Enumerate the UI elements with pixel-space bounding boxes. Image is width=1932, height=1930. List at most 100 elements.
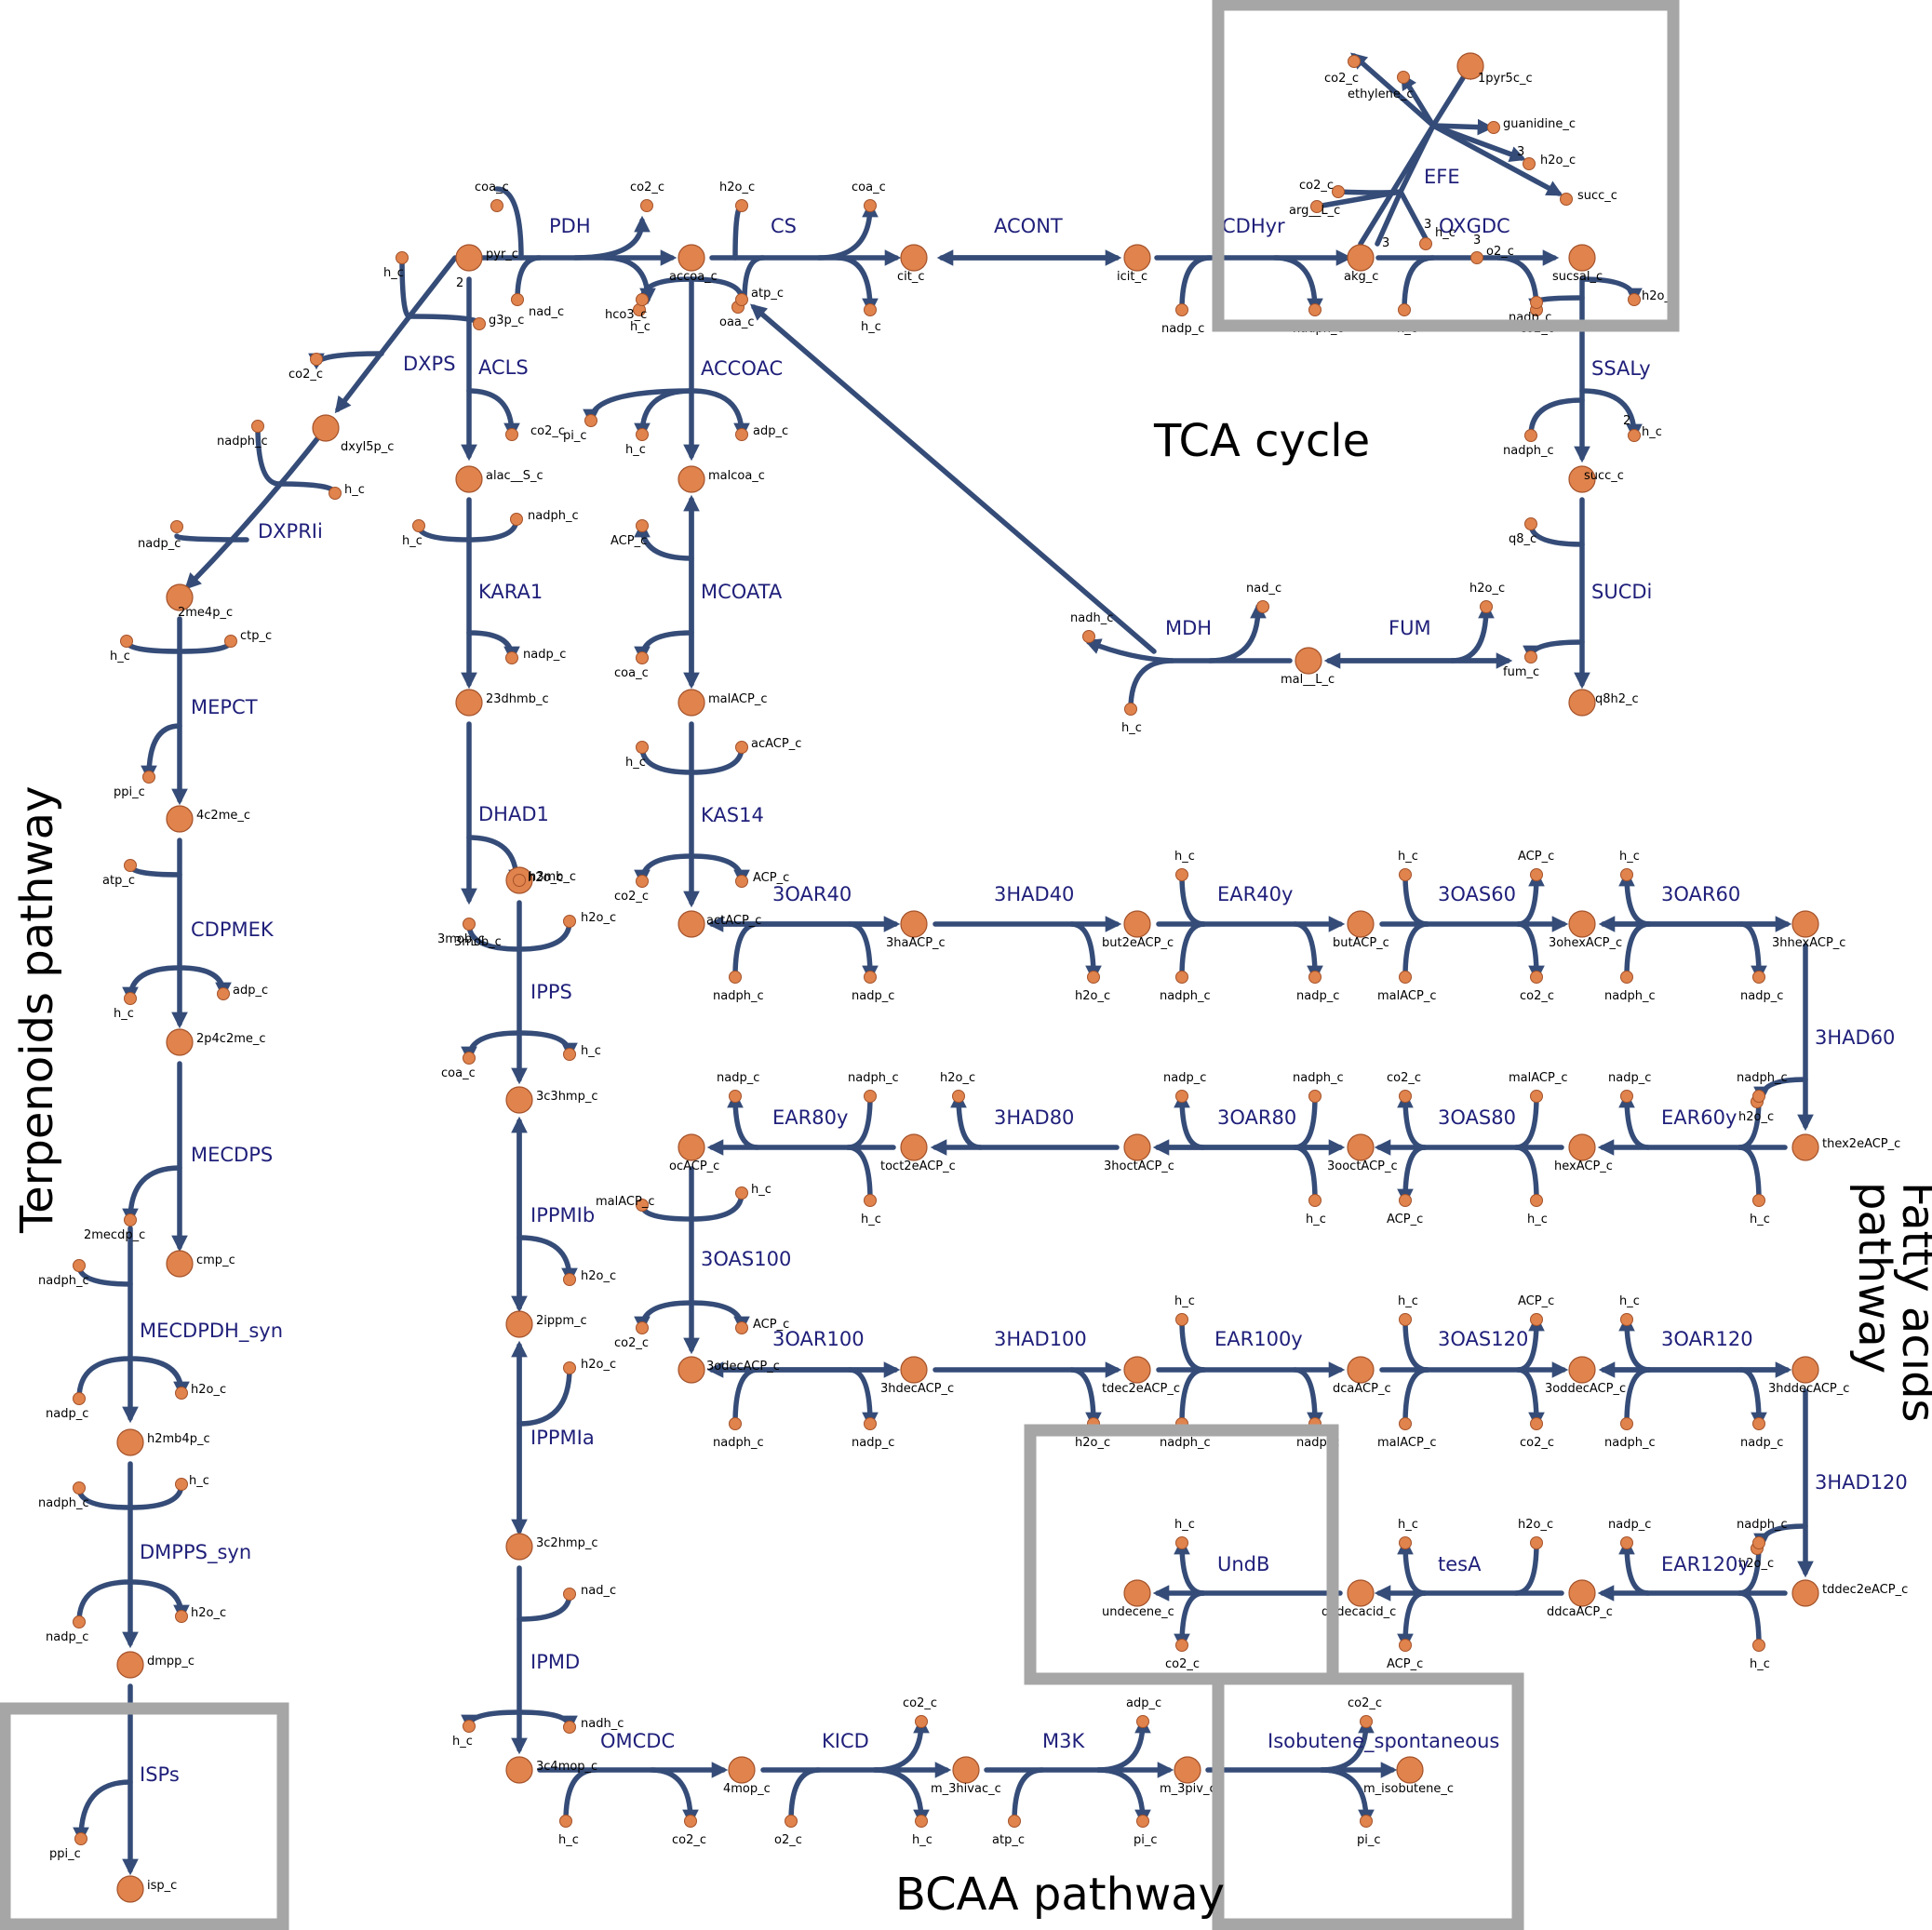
metabolite-node-2ippm-c[interactable] [505, 1310, 533, 1338]
reaction-label-3oas120[interactable]: 3OAS120 [1438, 1328, 1528, 1350]
cofactor-node-nadp-c[interactable] [864, 1417, 877, 1430]
reaction-label-mecdpdh-syn[interactable]: MECDPDH_syn [140, 1320, 283, 1343]
metabolite-node-3ohexacp-c[interactable] [1568, 910, 1596, 938]
cofactor-node-adp-c[interactable] [217, 987, 230, 1000]
cofactor-node-h2o-c[interactable] [175, 1387, 188, 1400]
cofactor-node-h2o-c[interactable] [1523, 157, 1536, 170]
metabolite-node-3hdecacp-c[interactable] [900, 1356, 928, 1384]
metabolite-node-3hddecacp-c[interactable] [1791, 1356, 1819, 1384]
cofactor-node-nadph-c[interactable] [1175, 971, 1188, 984]
cofactor-node-atp-c[interactable] [1008, 1815, 1021, 1828]
metabolite-node-4c2me-c[interactable] [166, 805, 194, 833]
cofactor-node-co2-c[interactable] [1530, 1417, 1543, 1430]
cofactor-node-nadp-c[interactable] [1620, 1090, 1633, 1103]
cofactor-node-succ-c2[interactable] [1560, 193, 1573, 206]
cofactor-node-h-c[interactable] [329, 487, 342, 500]
metabolite-node-q8h2-c[interactable] [1568, 689, 1596, 717]
reaction-label-ear80y[interactable]: EAR80y [772, 1106, 848, 1129]
cofactor-node-h2o-c[interactable] [1530, 1536, 1543, 1549]
cofactor-node-acp-c[interactable] [1399, 1194, 1412, 1207]
cofactor-node-h2o-c[interactable] [563, 1361, 576, 1374]
cofactor-node-h-c[interactable] [915, 1815, 928, 1828]
cofactor-node-co2-c[interactable] [1530, 971, 1543, 984]
metabolite-node-undecene-c[interactable] [1123, 1579, 1151, 1607]
cofactor-node-h-c[interactable] [120, 635, 133, 648]
cofactor-node-nadph-c[interactable] [1524, 429, 1537, 442]
metabolite-node-1pyr5c-c[interactable] [1456, 52, 1484, 80]
cofactor-node-malacp-c[interactable] [1399, 971, 1412, 984]
cofactor-node-nadp-c[interactable] [729, 1090, 742, 1103]
cofactor-node-coa-c[interactable] [636, 651, 649, 664]
reaction-label-ear100y[interactable]: EAR100y [1214, 1328, 1303, 1350]
metabolite-node-succ-c[interactable] [1568, 465, 1596, 493]
cofactor-node-adp-c[interactable] [735, 428, 748, 441]
cofactor-node-h-c[interactable] [1530, 1194, 1543, 1207]
reaction-label-cdhyr[interactable]: CDHyr [1222, 215, 1285, 237]
cofactor-node-nadph-c[interactable] [1620, 971, 1633, 984]
cofactor-node-guanidine-c[interactable] [1487, 121, 1500, 134]
metabolite-node-3ooctacp-c[interactable] [1347, 1133, 1375, 1161]
reaction-label-tesa[interactable]: tesA [1438, 1553, 1482, 1575]
cofactor-node-h2o-c[interactable] [175, 1610, 188, 1623]
cofactor-node-h2o-c[interactable] [1087, 971, 1100, 984]
cofactor-node-ethylene-c[interactable] [1397, 71, 1410, 84]
cofactor-node-coa-c[interactable] [463, 1052, 476, 1065]
cofactor-node-adp-c[interactable] [1136, 1715, 1149, 1728]
cofactor-node-h2o-c[interactable] [952, 1090, 965, 1103]
cofactor-node-ctp-c[interactable] [224, 635, 237, 648]
reaction-label-ipps[interactable]: IPPS [530, 981, 572, 1003]
cofactor-node-coa-c[interactable] [864, 199, 877, 212]
cofactor-node-nadph-c[interactable] [1752, 1090, 1765, 1103]
reaction-label-kicd[interactable]: KICD [822, 1730, 869, 1752]
cofactor-node-nadp-c[interactable] [1752, 1417, 1765, 1430]
cofactor-node-nad-c[interactable] [511, 293, 524, 306]
metabolite-node-m-isobutene-c[interactable] [1396, 1756, 1424, 1784]
metabolite-node-3c2hmp-c[interactable] [505, 1533, 533, 1561]
metabolite-node-toct2eacp-c[interactable] [900, 1133, 928, 1161]
metabolite-node-butacp-c[interactable] [1347, 910, 1375, 938]
metabolite-node-tddec2eacp-c[interactable] [1791, 1579, 1819, 1607]
reaction-label-mepct[interactable]: MEPCT [191, 696, 258, 718]
metabolite-node-mal-l-c[interactable] [1295, 647, 1322, 675]
reaction-label-omcdc[interactable]: OMCDC [600, 1730, 675, 1752]
reaction-label-dmpps-syn[interactable]: DMPPS_syn [140, 1541, 251, 1564]
metabolite-node-3hoctacp-c[interactable] [1123, 1133, 1151, 1161]
cofactor-node-nad-c[interactable] [1256, 600, 1269, 613]
reaction-label-ear120y[interactable]: EAR120y [1661, 1553, 1750, 1575]
cofactor-node-3mob-c[interactable] [463, 918, 476, 931]
cofactor-node-nadph-c[interactable] [729, 1417, 742, 1430]
cofactor-node-malacp-c[interactable] [636, 1199, 649, 1212]
reaction-label-3oar120[interactable]: 3OAR120 [1661, 1328, 1753, 1350]
cofactor-node-h-c[interactable] [864, 1194, 877, 1207]
cofactor-node-h-c[interactable] [1620, 1313, 1633, 1326]
metabolite-node-23dhmb-c[interactable] [455, 689, 483, 717]
cofactor-node-pi-c[interactable] [1136, 1815, 1149, 1828]
cofactor-node-nadp-c[interactable] [170, 520, 183, 533]
reaction-label-acls[interactable]: ACLS [478, 356, 529, 379]
cofactor-node-co2-c[interactable] [1399, 1090, 1412, 1103]
reaction-label-kas14[interactable]: KAS14 [701, 804, 764, 826]
metabolite-node-dcaacp-c[interactable] [1347, 1356, 1375, 1384]
cofactor-node-h2o-c[interactable] [563, 1273, 576, 1286]
reaction-label-pdh[interactable]: PDH [549, 215, 591, 237]
cofactor-node-nadph-c[interactable] [510, 513, 523, 526]
cofactor-node-nad-c[interactable] [563, 1588, 576, 1601]
reaction-label-fum[interactable]: FUM [1389, 617, 1431, 639]
cofactor-node-h-c[interactable] [735, 1186, 748, 1200]
cofactor-node-acp-c[interactable] [735, 875, 748, 888]
cofactor-node-o2-c[interactable] [785, 1815, 798, 1828]
reaction-label-kara1[interactable]: KARA1 [478, 581, 543, 603]
metabolite-node-3c3hmp-c[interactable] [505, 1086, 533, 1114]
cofactor-node-acacp-c[interactable] [735, 741, 748, 754]
metabolite-node-sucsal-c[interactable] [1568, 244, 1596, 272]
metabolite-node-cmp-c[interactable] [166, 1250, 194, 1278]
cofactor-node-nadp-c[interactable] [864, 971, 877, 984]
cofactor-node-q8-c[interactable] [1524, 517, 1537, 530]
metabolite-node-3odecacp-c[interactable] [678, 1356, 705, 1384]
cofactor-node-h-c[interactable] [1175, 868, 1188, 881]
metabolite-node-pyr-c[interactable] [455, 244, 483, 272]
reaction-label-ippmia[interactable]: IPPMIa [530, 1427, 595, 1449]
cofactor-node-h-c[interactable] [559, 1815, 572, 1828]
metabolite-node-m-3piv-c[interactable] [1174, 1756, 1201, 1784]
cofactor-node-h-c[interactable] [1399, 1536, 1412, 1549]
